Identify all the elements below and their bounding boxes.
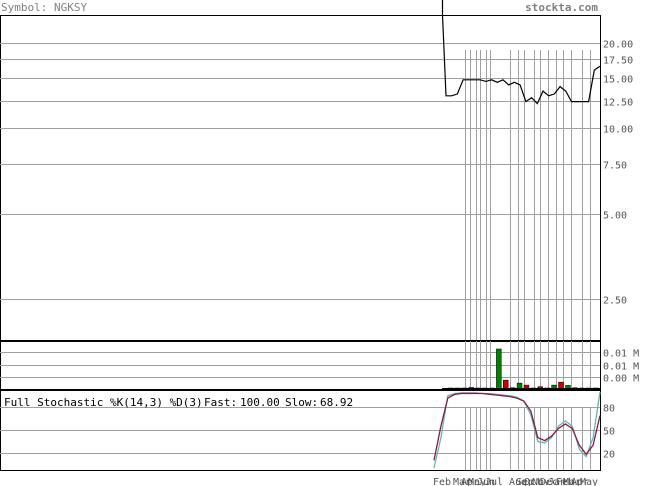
x-tick-label: Jan bbox=[548, 477, 566, 486]
x-tick-label: Aug bbox=[509, 477, 527, 486]
volume-tick-label: 0.01 M bbox=[603, 349, 639, 360]
slow-label: Slow: bbox=[285, 396, 318, 409]
x-tick-label: Nov bbox=[532, 477, 550, 486]
x-tick-label: Dec bbox=[540, 477, 558, 486]
volume-bar bbox=[503, 379, 509, 390]
x-tick-label: Sep bbox=[516, 477, 534, 486]
x-tick-label: Feb bbox=[556, 477, 574, 486]
volume-bar bbox=[558, 381, 564, 390]
volume-panel: 0.01 M0.01 M0.00 M bbox=[0, 341, 639, 390]
x-tick-label: Feb bbox=[433, 477, 451, 486]
slow-value: 68.92 bbox=[320, 396, 353, 409]
fast-line bbox=[433, 391, 601, 469]
x-tick-label: Jun bbox=[477, 477, 495, 486]
volume-tick-label: 0.00 M bbox=[603, 374, 639, 385]
x-tick-label: Oct bbox=[524, 477, 542, 486]
x-tick-label: May bbox=[468, 477, 486, 486]
fast-value: 100.00 bbox=[240, 396, 280, 409]
x-tick-label: May bbox=[580, 477, 598, 486]
slow-line bbox=[433, 392, 601, 461]
price-tick-label: 15.00 bbox=[603, 75, 633, 86]
symbol-label: Symbol: NGKSY bbox=[1, 1, 87, 14]
x-tick-label: Apr bbox=[571, 477, 589, 486]
price-tick-label: 7.50 bbox=[603, 161, 627, 172]
site-watermark: stockta.com bbox=[525, 1, 598, 14]
x-tick-label: Mar bbox=[453, 477, 471, 486]
fast-label: Fast: bbox=[204, 396, 237, 409]
volume-tick-label: 0.01 M bbox=[603, 362, 639, 373]
price-panel: 20.00 17.50 15.00 12.50 10.00 7.50 5.00 2.50 bbox=[0, 0, 633, 341]
price-series-line bbox=[441, 0, 601, 105]
x-tick-label: Apr bbox=[461, 477, 479, 486]
stochastic-tick-label: 50 bbox=[603, 427, 615, 438]
price-frame bbox=[0, 15, 601, 341]
price-tick-label: 17.50 bbox=[603, 56, 633, 67]
price-tick-label: 12.50 bbox=[603, 98, 633, 109]
price-tick-label: 20.00 bbox=[603, 40, 633, 51]
stochastic-tick-label: 20 bbox=[603, 450, 615, 461]
price-tick-label: 5.00 bbox=[603, 211, 627, 222]
x-tick-label: Mar bbox=[563, 477, 581, 486]
price-tick-label: 2.50 bbox=[603, 296, 627, 307]
stochastic-panel: 80 50 20 Full Stochastic %K(14,3) %D(3)Fast… bbox=[0, 390, 615, 471]
stochastic-title: Full Stochastic %K(14,3) %D(3) bbox=[4, 396, 203, 409]
x-tick-label: Jul bbox=[485, 477, 503, 486]
stochastic-tick-label: 80 bbox=[603, 404, 615, 415]
volume-bar bbox=[496, 348, 502, 390]
price-tick-label: 10.00 bbox=[603, 125, 633, 136]
